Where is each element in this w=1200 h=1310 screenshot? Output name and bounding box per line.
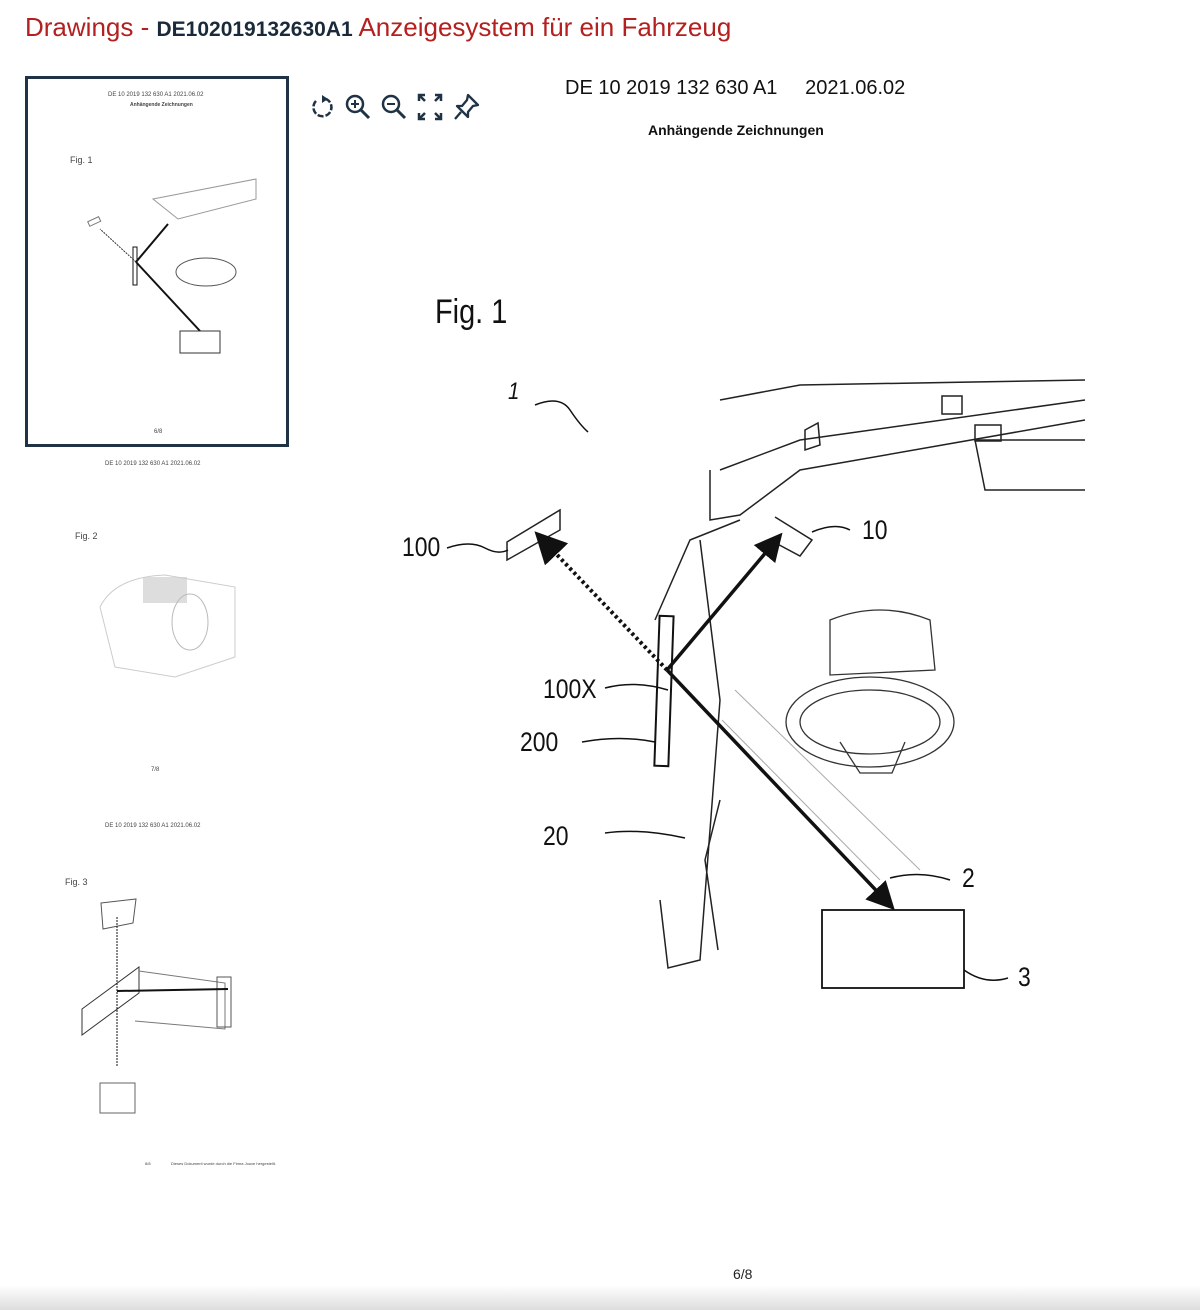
thumb-subheader: Anhängende Zeichnungen	[130, 102, 193, 108]
ray-to-10	[665, 532, 783, 672]
thumb-page-number: 8/8	[145, 1161, 151, 1166]
rotate-icon[interactable]	[308, 92, 336, 122]
bottom-shadow	[0, 1285, 1200, 1310]
thumb-figure: Fig. 3	[65, 877, 88, 887]
leader-lines	[446, 400, 1009, 981]
thumb-header: DE 10 2019 132 630 A1 2021.06.02	[105, 461, 201, 467]
ref-label-200: 200	[520, 727, 559, 757]
thumb-page-number: 7/8	[151, 767, 160, 773]
thumb-footer: Dieses Dokument wurde durch die Firma Jo…	[171, 1161, 276, 1166]
projection-plane-100	[506, 508, 561, 562]
document-subheader: Anhängende Zeichnungen	[648, 122, 824, 138]
thumb-drawing	[81, 898, 232, 1114]
thumbnail-page-8[interactable]: DE 10 2019 132 630 A1 2021.06.02 Fig. 3 …	[25, 817, 290, 1177]
steering-wheel	[785, 609, 955, 774]
document-header: DE 10 2019 132 630 A1 2021.06.02	[565, 77, 906, 99]
patent-name: Anzeigesystem für ein Fahrzeug	[352, 12, 732, 42]
ref-label-3: 3	[1018, 962, 1031, 992]
windshield-element-200	[653, 614, 675, 768]
thumbnail-page-6[interactable]: DE 10 2019 132 630 A1 2021.06.02 Anhänge…	[25, 76, 289, 447]
virtual-image-ray	[534, 531, 669, 672]
thumb-drawing	[99, 574, 236, 678]
ref-label-20: 20	[543, 821, 569, 851]
ray-to-3	[665, 668, 895, 911]
ref-label-1: 1	[508, 378, 520, 405]
zoom-in-icon[interactable]	[344, 92, 372, 122]
zoom-out-icon[interactable]	[380, 92, 408, 122]
viewer-toolbar	[308, 92, 480, 122]
ref-label-2: 2	[962, 863, 975, 893]
thumb-page-number: 6/8	[154, 429, 163, 435]
thumb-header: DE 10 2019 132 630 A1 2021.06.02	[108, 92, 204, 98]
thumb-figure: Fig. 1	[70, 155, 93, 165]
figure-label: Fig. 1	[435, 293, 508, 331]
ref-label-10: 10	[862, 515, 888, 545]
pin-icon[interactable]	[452, 92, 480, 122]
thumb-figure: Fig. 2	[75, 531, 98, 541]
patent-number: DE102019132630A1	[156, 18, 353, 41]
thumbnail-page-7[interactable]: DE 10 2019 132 630 A1 2021.06.02 Fig. 2 …	[25, 447, 290, 817]
ref-label-100: 100	[402, 532, 441, 562]
page-number: 6/8	[733, 1266, 753, 1282]
display-unit-3	[821, 909, 965, 989]
ref-label-100x: 100X	[543, 674, 597, 704]
thumbnail-list[interactable]: DE 10 2019 132 630 A1 2021.06.02 Anhänge…	[25, 76, 290, 1177]
dashboard-outline	[654, 379, 1086, 969]
page-title: Drawings - DE102019132630A1 Anzeigesyste…	[25, 12, 731, 43]
thumb-drawing	[87, 178, 257, 354]
title-prefix: Drawings -	[25, 12, 157, 42]
fullscreen-icon[interactable]	[416, 92, 444, 122]
thumb-header: DE 10 2019 132 630 A1 2021.06.02	[105, 823, 201, 829]
